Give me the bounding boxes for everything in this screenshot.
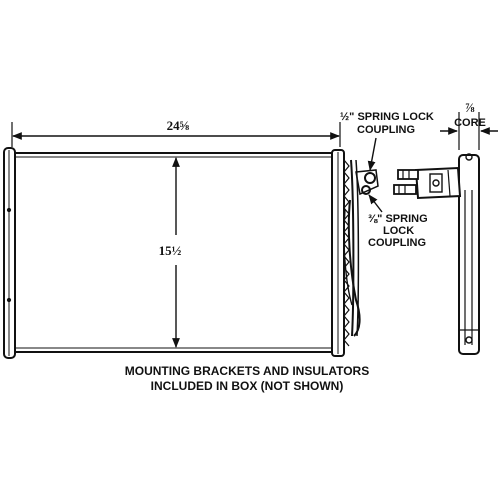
three-eighths-fitting-label-line2: LOCK <box>383 225 414 237</box>
note-line2: INCLUDED IN BOX (NOT SHOWN) <box>151 379 344 393</box>
three-eighths-fitting-label-line3: COUPLING <box>368 237 426 249</box>
core-label: CORE <box>454 117 486 129</box>
height-dimension: 15½ <box>159 157 182 348</box>
core-dimension-value: ⅞ <box>465 100 475 115</box>
half-inch-fitting-leader <box>367 137 377 171</box>
width-dimension: 24⅝ <box>11 118 341 147</box>
half-inch-fitting-callout: ½" SPRING LOCK COUPLING <box>340 111 434 171</box>
width-dimension-label: 24⅝ <box>167 118 190 133</box>
height-dimension-label: 15½ <box>159 243 182 258</box>
half-inch-fitting-label-line1: ½" SPRING LOCK <box>340 111 434 123</box>
core-dimension: ⅞ CORE <box>440 100 498 150</box>
note-line1: MOUNTING BRACKETS AND INSULATORS <box>125 364 369 378</box>
half-inch-fitting-label-line2: COUPLING <box>357 124 415 136</box>
condenser-side-view <box>393 153 480 355</box>
three-eighths-fitting-leader <box>368 194 383 213</box>
condenser-front-view <box>3 147 379 359</box>
three-eighths-fitting-label-line1: ⅜" SPRING <box>368 213 428 225</box>
note: MOUNTING BRACKETS AND INSULATORS INCLUDE… <box>125 364 369 393</box>
three-eighths-fitting-callout: ⅜" SPRING LOCK COUPLING <box>368 194 428 249</box>
fin-pattern <box>343 159 350 347</box>
